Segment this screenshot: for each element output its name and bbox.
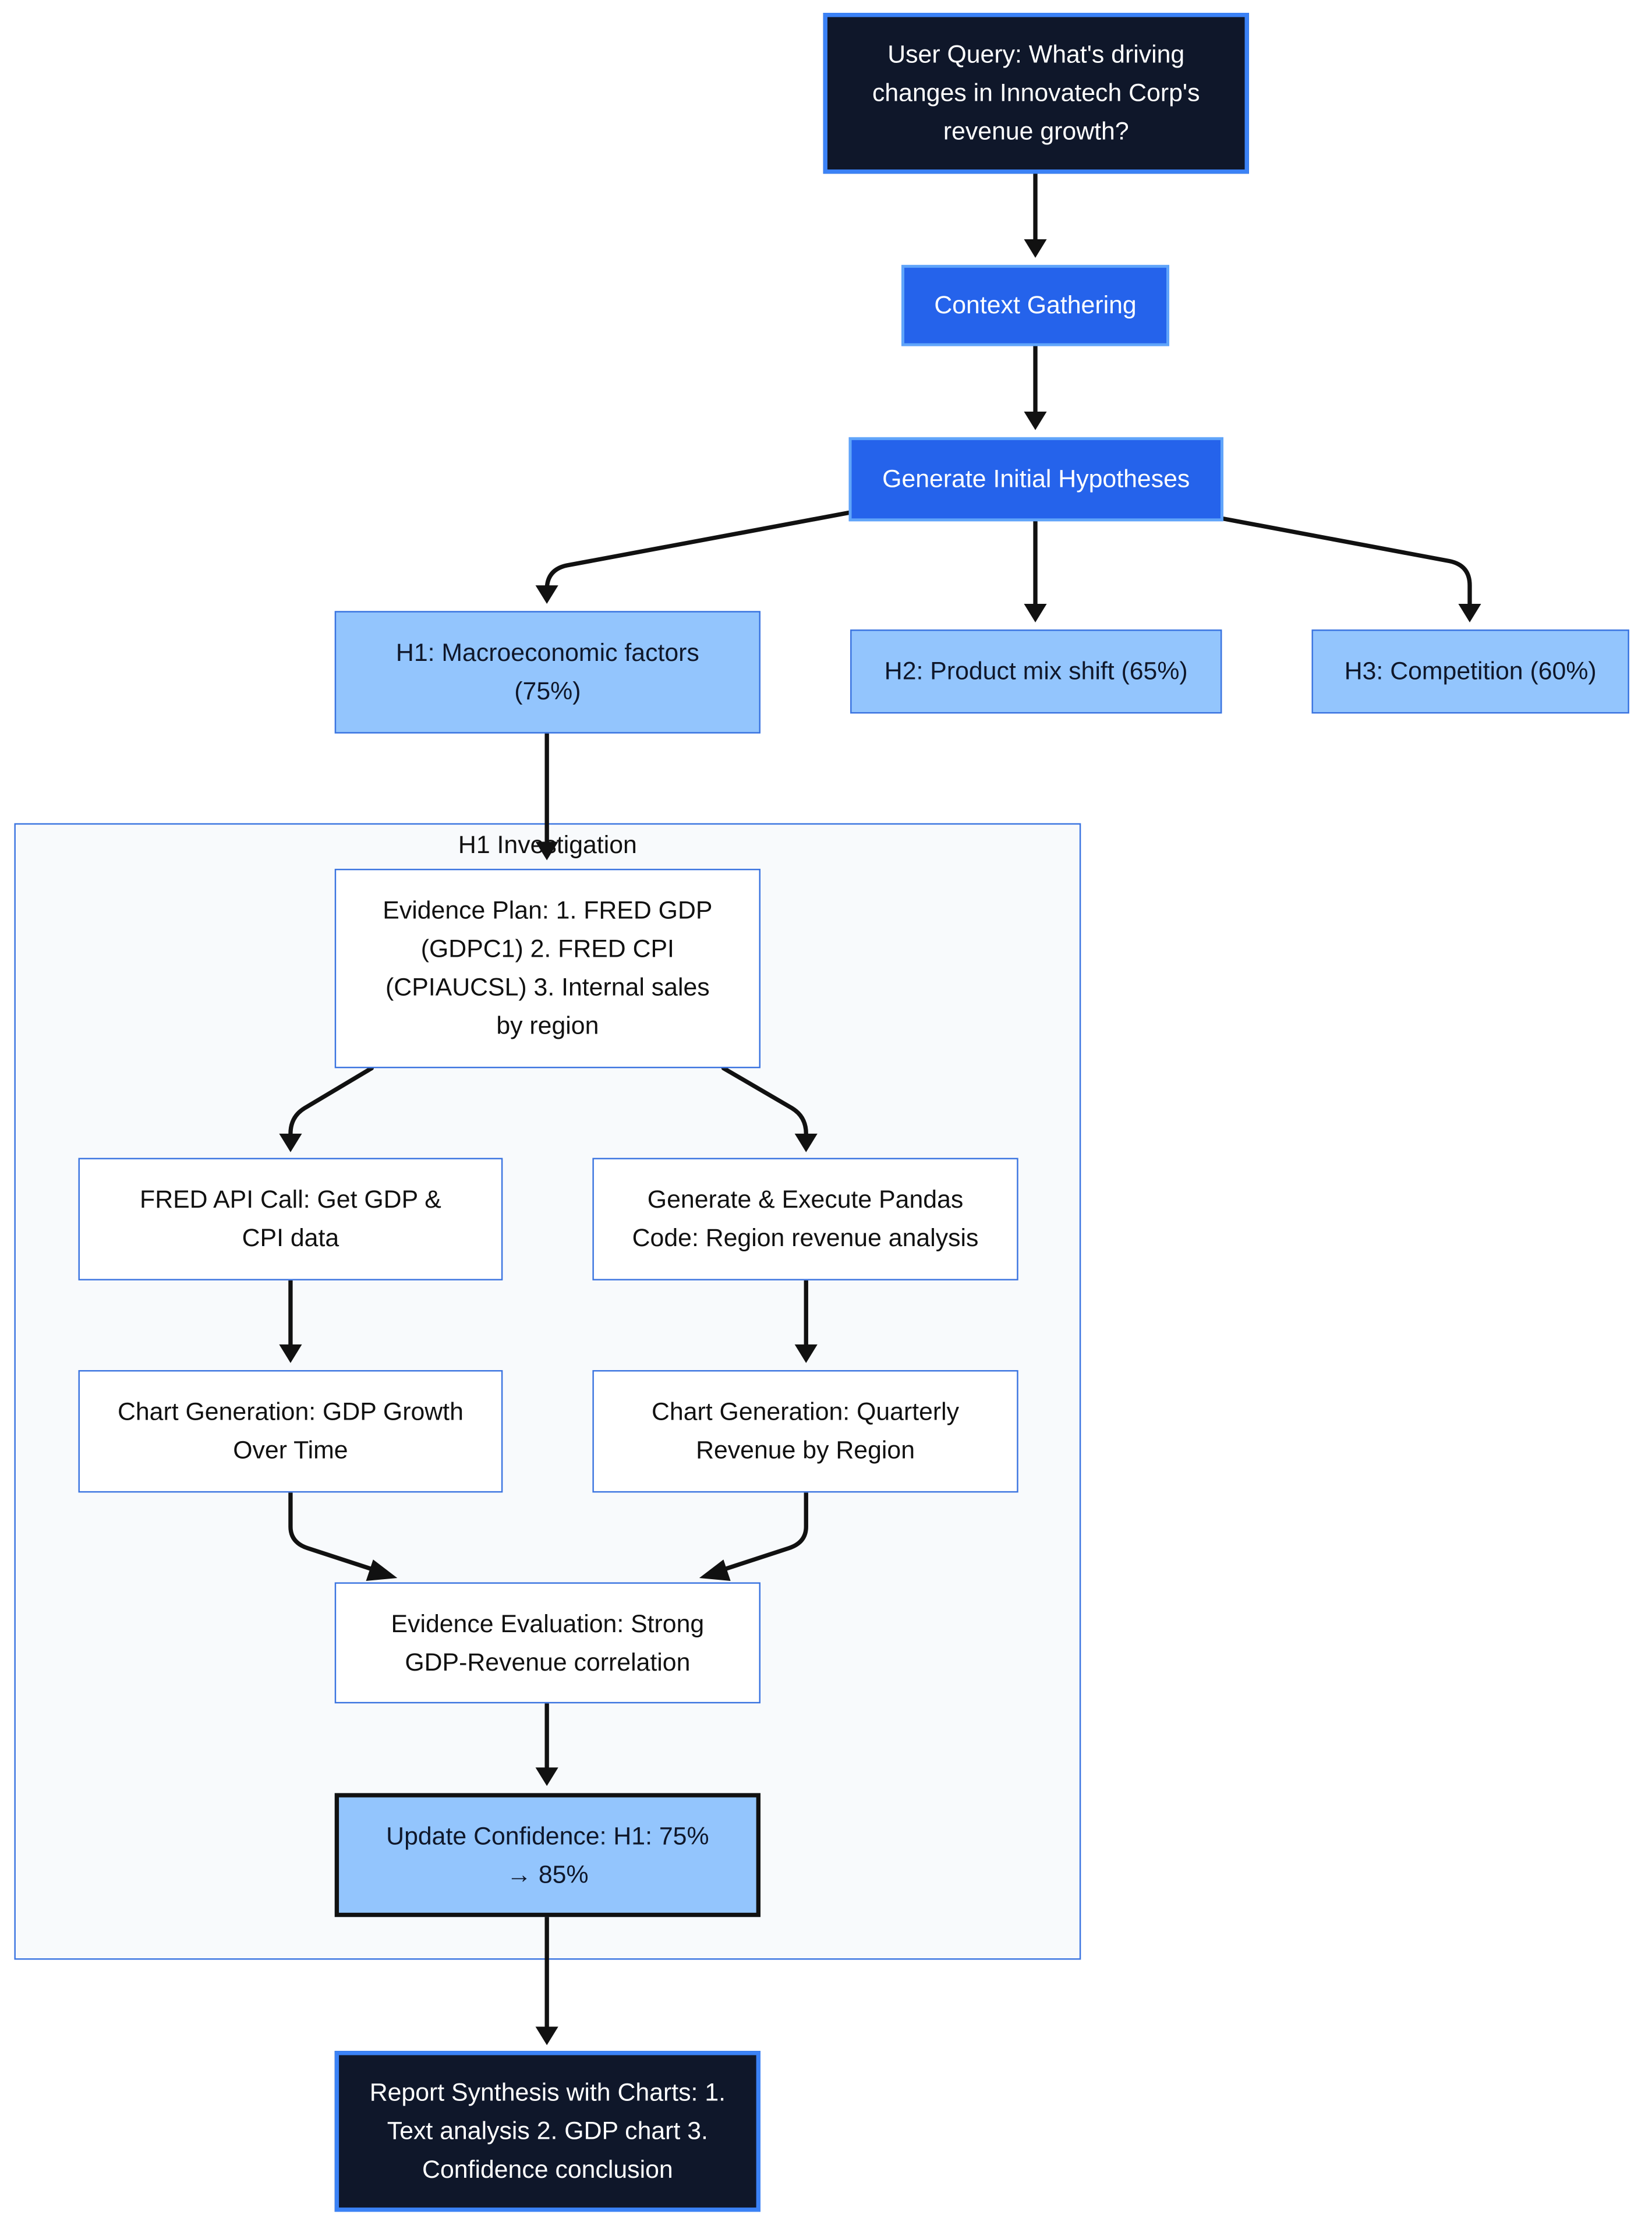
chart-revenue-label: Chart Generation: Quarterly Revenue by R… bbox=[651, 1397, 960, 1464]
edge-hypotheses-to-h2 bbox=[1024, 519, 1047, 622]
h3-label: H3: Competition (60%) bbox=[1344, 656, 1597, 685]
update-confidence-node: Update Confidence: H1: 75% → 85% bbox=[334, 1793, 761, 1917]
pandas-code-label: Generate & Execute Pandas Code: Region r… bbox=[632, 1184, 979, 1252]
edge-gdp-chart-to-evaluation bbox=[288, 1489, 398, 1581]
edge-evaluation-to-confidence bbox=[535, 1700, 558, 1786]
update-confidence-label: Update Confidence: H1: 75% → 85% bbox=[386, 1821, 709, 1888]
edge-query-to-context bbox=[1024, 171, 1047, 258]
report-synthesis-node: Report Synthesis with Charts: 1. Text an… bbox=[334, 2051, 761, 2212]
generate-hypotheses-node: Generate Initial Hypotheses bbox=[848, 437, 1223, 522]
h2-node: H2: Product mix shift (65%) bbox=[850, 629, 1222, 714]
context-gathering-label: Context Gathering bbox=[934, 290, 1137, 319]
edge-plan-to-pandas bbox=[721, 1066, 818, 1152]
report-synthesis-label: Report Synthesis with Charts: 1. Text an… bbox=[369, 2078, 726, 2184]
fred-api-call-label: FRED API Call: Get GDP & CPI data bbox=[140, 1184, 441, 1252]
edge-fred-to-gdp-chart bbox=[279, 1276, 302, 1363]
pandas-code-node: Generate & Execute Pandas Code: Region r… bbox=[592, 1158, 1018, 1280]
edge-revenue-chart-to-evaluation bbox=[699, 1489, 808, 1581]
edge-hypotheses-to-h1 bbox=[535, 510, 851, 604]
h1-node: H1: Macroeconomic factors (75%) bbox=[334, 611, 761, 734]
generate-hypotheses-label: Generate Initial Hypotheses bbox=[882, 464, 1190, 493]
edge-h1-to-evidence-plan bbox=[535, 730, 558, 861]
context-gathering-node: Context Gathering bbox=[901, 264, 1169, 346]
evidence-evaluation-node: Evidence Evaluation: Strong GDP-Revenue … bbox=[334, 1582, 761, 1704]
chart-gdp-label: Chart Generation: GDP Growth Over Time bbox=[117, 1397, 464, 1464]
h3-node: H3: Competition (60%) bbox=[1311, 629, 1629, 714]
chart-revenue-node: Chart Generation: Quarterly Revenue by R… bbox=[592, 1370, 1018, 1493]
edge-confidence-to-report bbox=[535, 1913, 558, 2046]
edge-context-to-hypotheses bbox=[1024, 344, 1047, 430]
evidence-evaluation-label: Evidence Evaluation: Strong GDP-Revenue … bbox=[391, 1608, 705, 1676]
user-query-label: User Query: What's driving changes in In… bbox=[872, 40, 1200, 146]
fred-api-call-node: FRED API Call: Get GDP & CPI data bbox=[78, 1158, 503, 1280]
h2-label: H2: Product mix shift (65%) bbox=[884, 656, 1188, 685]
chart-gdp-node: Chart Generation: GDP Growth Over Time bbox=[78, 1370, 503, 1493]
evidence-plan-node: Evidence Plan: 1. FRED GDP (GDPC1) 2. FR… bbox=[334, 868, 761, 1069]
h1-label: H1: Macroeconomic factors (75%) bbox=[395, 638, 699, 705]
edge-pandas-to-revenue-chart bbox=[794, 1276, 818, 1363]
edge-hypotheses-to-h3 bbox=[1219, 516, 1481, 622]
user-query-node: User Query: What's driving changes in In… bbox=[823, 13, 1249, 174]
edge-plan-to-fred bbox=[279, 1066, 374, 1152]
evidence-plan-label: Evidence Plan: 1. FRED GDP (GDPC1) 2. FR… bbox=[383, 896, 713, 1040]
